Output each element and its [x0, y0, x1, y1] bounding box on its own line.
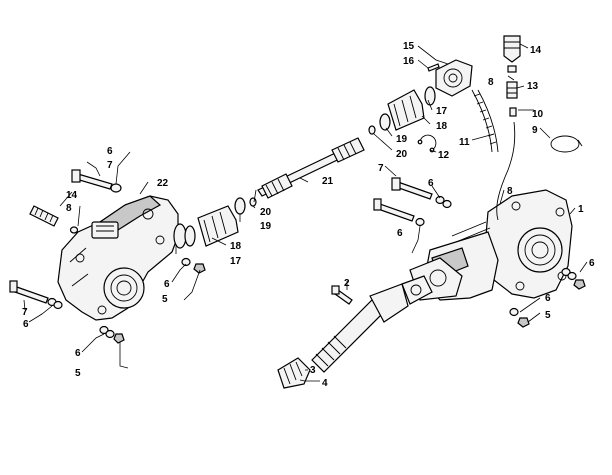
right-washers-side: [561, 267, 586, 290]
callout-21: 21: [322, 176, 334, 187]
callout-6-mid-left: 6: [164, 279, 170, 290]
callout-5-bottom: 5: [75, 368, 81, 379]
callout-16: 16: [403, 56, 415, 67]
callout-6-center: 6: [397, 228, 403, 239]
callout-15: 15: [403, 41, 415, 52]
left-grommet: [69, 226, 79, 234]
callout-11: 11: [459, 137, 470, 148]
callout-7-center: 7: [378, 163, 384, 174]
input-shaft-assembly: [311, 275, 433, 373]
callout-6-right: 6: [589, 258, 595, 269]
o-ring-right: [550, 135, 583, 153]
callout-7-lower-left: 7: [22, 307, 28, 318]
callout-6-upper-left: 6: [107, 146, 113, 157]
callout-20-upper: 20: [396, 149, 408, 160]
left-gearcase-housing: [57, 195, 187, 321]
vent-hose: [471, 89, 516, 221]
callout-6-bottom-left: 6: [75, 348, 81, 359]
callout-8-top: 8: [488, 77, 494, 88]
callout-12: 12: [438, 150, 450, 161]
callout-6-right-lower: 6: [545, 293, 551, 304]
leader-lines: [23, 43, 588, 382]
callout-17-upper: 17: [436, 106, 448, 117]
callout-14-top: 14: [530, 45, 542, 56]
left-washers-right: [181, 257, 206, 274]
callout-9: 9: [532, 125, 538, 136]
callout-22: 22: [157, 178, 169, 189]
callout-10: 10: [532, 109, 544, 120]
callout-8-left: 8: [66, 203, 72, 214]
right-cap-screw-lower: [373, 198, 425, 227]
callout-20-center: 20: [260, 207, 272, 218]
driveshaft: [257, 137, 365, 199]
right-gearcase-housing: [409, 189, 573, 301]
right-washers-bottom: [509, 307, 530, 328]
callout-3: 3: [310, 365, 316, 376]
left-cap-screw-lower: [9, 280, 63, 310]
top-cover-assembly: [427, 59, 473, 97]
callout-13: 13: [527, 81, 539, 92]
left-washers-bottom: [99, 325, 125, 344]
right-cap-screw-upper: [391, 177, 452, 209]
callout-18-center: 18: [230, 241, 242, 252]
callout-6-lower-left: 6: [23, 319, 29, 330]
spring-clip: [417, 134, 437, 153]
left-cap-screw-upper: [71, 169, 122, 193]
callout-8-center: 8: [507, 186, 513, 197]
callout-19-upper: 19: [396, 134, 408, 145]
left-breather-hose: [29, 205, 59, 227]
vent-fitting: [503, 35, 521, 117]
right-boot-assembly: [368, 86, 436, 135]
callout-14-left: 14: [66, 190, 78, 201]
callout-5-left: 5: [162, 294, 168, 305]
callout-labels: 1 2 3 4 5 5 5 6 6 6 6 6 6 6 6 7 7 7 8 8 …: [22, 41, 595, 389]
callout-19-center: 19: [260, 221, 272, 232]
callout-1: 1: [578, 204, 584, 215]
callout-6-center-upper: 6: [428, 178, 434, 189]
callout-5-right: 5: [545, 310, 551, 321]
callout-17-center: 17: [230, 256, 242, 267]
left-boot-assembly: [184, 197, 257, 247]
input-shaft-bolt: [331, 285, 353, 305]
callout-2: 2: [344, 278, 350, 289]
callout-18-upper: 18: [436, 121, 448, 132]
callout-4: 4: [322, 378, 328, 389]
callout-7-upper-left: 7: [107, 160, 113, 171]
input-shaft-boot: [277, 357, 311, 389]
